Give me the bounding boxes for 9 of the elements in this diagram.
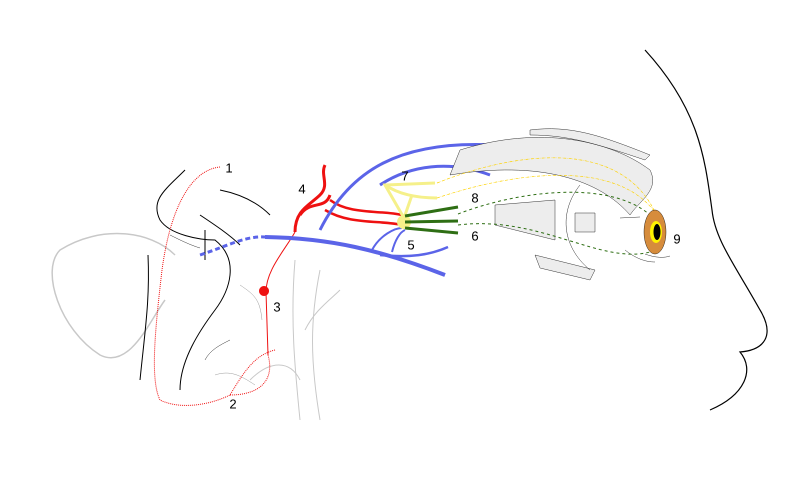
callout-number: 5 [408,240,414,250]
callout-number: 8 [472,193,478,203]
callout-number: 9 [674,234,680,244]
callout-number: 4 [298,184,306,194]
callout-number: 3 [274,302,280,312]
callout-number: 7 [402,172,408,180]
callout-number: 6 [472,231,478,241]
callout-number: 2 [230,399,236,409]
callout-number: 1 [226,164,232,172]
